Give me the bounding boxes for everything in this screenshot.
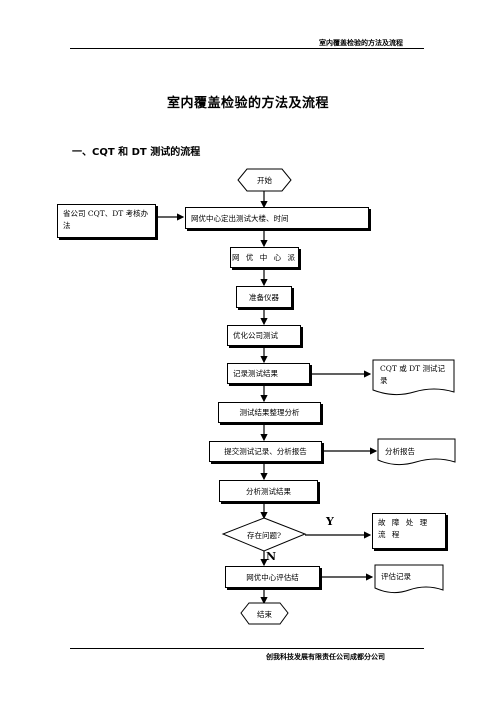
header-title: 室内覆盖检验的方法及流程 bbox=[319, 39, 403, 47]
doc-analysis-report: 分析报告 bbox=[385, 447, 415, 456]
step-record-results: 记录测试结果 bbox=[227, 363, 310, 384]
step-define-building: 网优中心定出测试大楼、时间 bbox=[185, 207, 369, 229]
step-dispatch: 网 优 中 心 派 bbox=[230, 247, 299, 268]
decision-label: 存在问题? bbox=[246, 531, 282, 540]
header-rule bbox=[70, 48, 424, 49]
document-title: 室内覆盖检验的方法及流程 bbox=[166, 96, 329, 111]
fault-process-box: 故 障 处 理 流 程 bbox=[372, 513, 446, 549]
step-submit-report: 提交测试记录、分析报告 bbox=[209, 441, 322, 462]
step-evaluate: 网优中心评估结 bbox=[225, 566, 320, 588]
step-analyze-results: 分析测试结果 bbox=[219, 480, 318, 502]
section-heading: 一、CQT 和 DT 测试的流程 bbox=[72, 147, 201, 158]
start-terminator bbox=[237, 168, 292, 192]
doc-test-record: CQT 或 DT 测试记录 bbox=[380, 364, 446, 385]
footer-rule bbox=[70, 648, 424, 649]
decision-diamond bbox=[221, 517, 307, 552]
doc-evaluation-record: 评估记录 bbox=[381, 572, 411, 581]
start-label: 开始 bbox=[257, 176, 272, 185]
step-prepare-instruments: 准备仪器 bbox=[236, 286, 292, 308]
no-label: N bbox=[266, 550, 277, 563]
province-box: 省公司 CQT、DT 考核办法 bbox=[57, 204, 156, 238]
doc2-shape bbox=[377, 438, 456, 466]
doc3-shape bbox=[374, 564, 444, 594]
doc1-shape bbox=[372, 359, 455, 396]
end-label: 结束 bbox=[257, 610, 272, 619]
yes-label: Y bbox=[326, 515, 334, 528]
step-optimization-test: 优化公司测试 bbox=[227, 325, 301, 346]
step-organize-analyze: 测试结果整理分析 bbox=[218, 402, 321, 423]
footer-company: 创我科技发展有限责任公司成都分公司 bbox=[266, 653, 385, 661]
end-terminator bbox=[240, 602, 289, 625]
